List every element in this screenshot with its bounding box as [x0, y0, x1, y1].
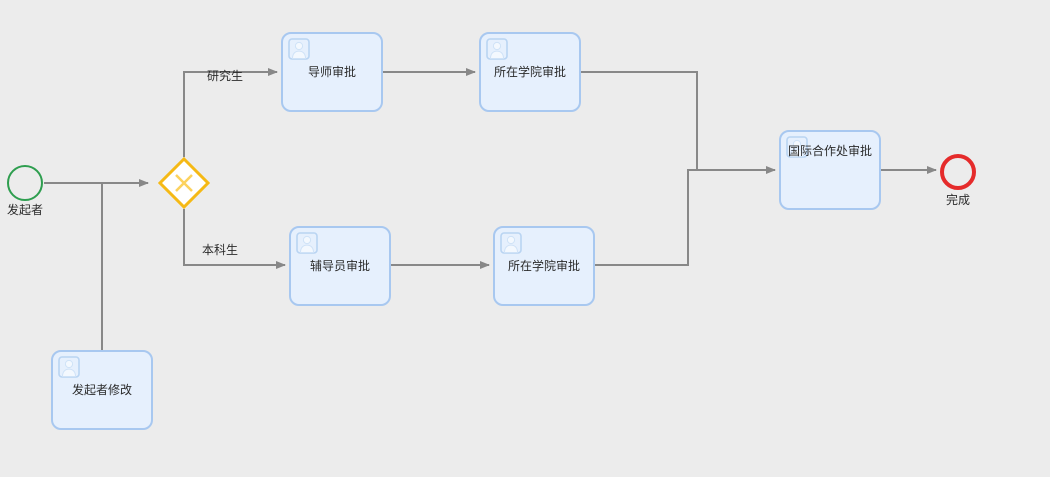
user-task-icon [288, 38, 310, 60]
edge-label-undergraduate: 本科生 [202, 243, 239, 257]
edge-label-graduate: 研究生 [207, 69, 244, 83]
task-initiator-revise[interactable]: 发起者修改 [51, 350, 153, 430]
end-event[interactable] [940, 154, 976, 190]
task-label: 辅导员审批 [309, 259, 370, 273]
xor-gateway-icon [157, 156, 211, 210]
user-task-icon [58, 356, 80, 378]
task-counselor-approval[interactable]: 辅导员审批 [289, 226, 391, 306]
task-college-approval-2[interactable]: 所在学院审批 [493, 226, 595, 306]
edge-college2-to-merge [595, 170, 689, 266]
task-advisor-approval[interactable]: 导师审批 [281, 32, 383, 112]
task-intl-office-approval[interactable]: 国际合作处审批 [779, 130, 881, 210]
task-label: 发起者修改 [71, 383, 132, 397]
task-label: 导师审批 [307, 65, 356, 79]
task-label: 所在学院审批 [507, 259, 580, 273]
user-task-icon [500, 232, 522, 254]
start-event[interactable] [7, 165, 43, 201]
task-college-approval-1[interactable]: 所在学院审批 [479, 32, 581, 112]
task-label: 所在学院审批 [493, 65, 566, 79]
end-event-label: 完成 [945, 193, 970, 207]
user-task-icon [486, 38, 508, 60]
edge-college1-to-merge [581, 71, 698, 170]
user-task-icon [296, 232, 318, 254]
task-label: 国际合作处审批 [787, 144, 872, 158]
edge-gateway-to-advisor [183, 68, 278, 157]
exclusive-gateway[interactable] [157, 156, 211, 210]
user-task-icon [786, 136, 808, 158]
start-event-label: 发起者 [6, 203, 43, 217]
